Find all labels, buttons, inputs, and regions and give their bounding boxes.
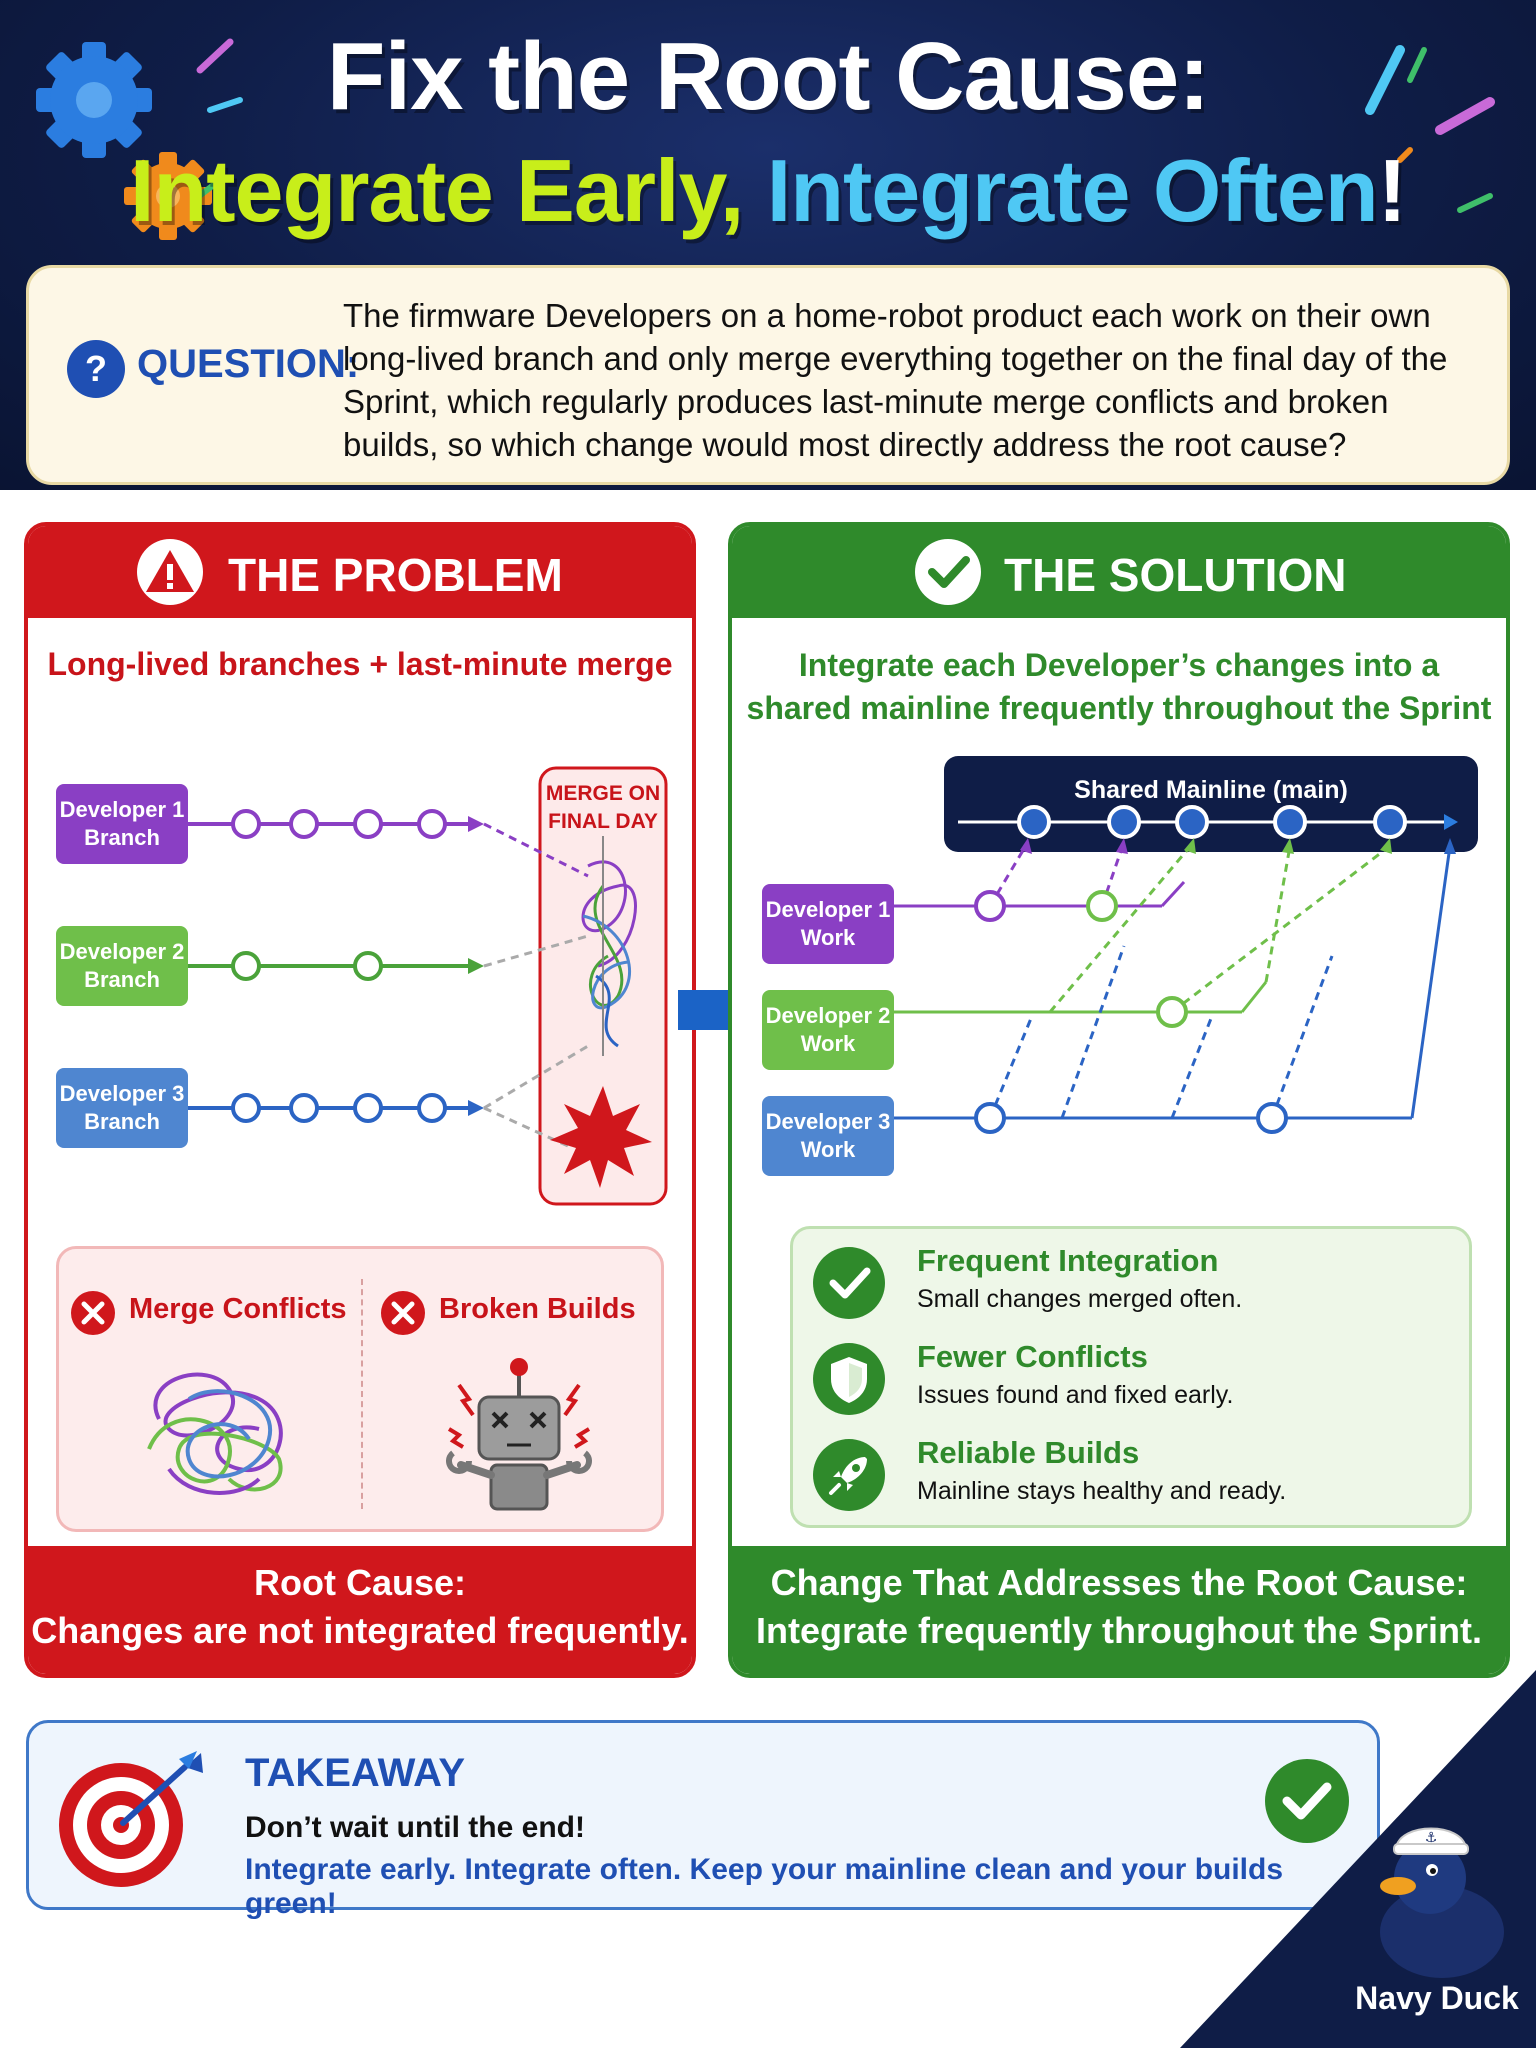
- work-2-line1: Developer 2: [765, 1003, 891, 1028]
- question-label: QUESTION:: [137, 342, 360, 386]
- target-icon: [59, 1751, 203, 1887]
- takeaway-line1: Don’t wait until the end!: [245, 1811, 585, 1844]
- confetti-decoration-right: [1365, 45, 1495, 213]
- problem-title: THE PROBLEM: [228, 549, 563, 601]
- check-icon: [813, 1247, 885, 1319]
- problem-panel: THE PROBLEM Long-lived branches + last-m…: [24, 522, 696, 1678]
- takeaway-box: TAKEAWAY Don’t wait until the end! Integ…: [26, 1720, 1380, 1920]
- root-cause-footer: [28, 1546, 692, 1674]
- takeaway-check-icon: [1265, 1759, 1349, 1843]
- change-label: Change That Addresses the Root Cause:: [770, 1562, 1468, 1603]
- branch-2-line2: Branch: [84, 967, 160, 992]
- merge-label-line2: FINAL DAY: [548, 810, 658, 833]
- page-title: Fix the Root Cause:: [326, 23, 1210, 130]
- developer-1-work: Developer 1 Work: [762, 884, 894, 964]
- work-3-line1: Developer 3: [765, 1109, 891, 1134]
- takeaway-title: TAKEAWAY: [245, 1751, 466, 1795]
- developer-2-branch: Developer 2 Branch: [56, 926, 188, 1006]
- question-box: ? QUESTION: The firmware Developers on a…: [26, 265, 1510, 485]
- confetti-decoration: [191, 38, 243, 203]
- developer-3-branch: Developer 3 Branch: [56, 1068, 188, 1148]
- svg-text:?: ?: [85, 348, 107, 389]
- merge-conflicts-label: Merge Conflicts: [129, 1293, 347, 1325]
- shield-icon: [813, 1343, 885, 1415]
- branch-1-line2: Branch: [84, 825, 160, 850]
- check-circle-icon: [915, 539, 981, 605]
- work-1-line1: Developer 1: [765, 897, 891, 922]
- x-circle-icon: [71, 1291, 115, 1335]
- solution-panel: THE SOLUTION Integrate each Developer’s …: [728, 522, 1510, 1678]
- work-1-line2: Work: [800, 925, 856, 950]
- title-integrate-often: Integrate Often: [766, 141, 1379, 240]
- benefit-3-desc: Mainline stays healthy and ready.: [917, 1477, 1287, 1505]
- navy-duck-label: Navy Duck: [1355, 1980, 1519, 2016]
- branch-3-line2: Branch: [84, 1109, 160, 1134]
- solution-title: THE SOLUTION: [1004, 549, 1347, 601]
- work-3-line2: Work: [800, 1137, 856, 1162]
- title-exclamation: !: [1377, 141, 1407, 240]
- rocket-icon: [813, 1439, 885, 1511]
- root-cause-label: Root Cause:: [253, 1562, 466, 1603]
- x-circle-icon-2: [381, 1291, 425, 1335]
- question-text: The firmware Developers on a home-robot …: [343, 297, 1448, 463]
- title-integrate-early: Integrate Early,: [130, 141, 744, 240]
- broken-robot-icon: [446, 1358, 592, 1511]
- page-subtitle: Integrate Early, Integrate Often!: [0, 140, 1536, 242]
- problem-branch-diagram: [178, 766, 668, 1206]
- branch-1-line1: Developer 1: [59, 797, 185, 822]
- merge-label-line1: MERGE ON: [545, 782, 661, 805]
- solution-subtitle-line1: Integrate each Developer’s changes into …: [798, 647, 1440, 683]
- problem-header: THE PROBLEM: [28, 526, 692, 618]
- svg-text:⚓: ⚓: [1425, 1830, 1438, 1846]
- work-2-line2: Work: [800, 1031, 856, 1056]
- benefit-2-desc: Issues found and fixed early.: [917, 1381, 1234, 1409]
- branch-3-line1: Developer 3: [59, 1081, 185, 1106]
- tangle-icon: [147, 1372, 283, 1495]
- solution-header: THE SOLUTION: [732, 526, 1506, 618]
- takeaway-line2: Integrate early. Integrate often. Keep y…: [245, 1853, 1284, 1920]
- gears-icon: [36, 42, 212, 240]
- navy-duck-logo: ⚓: [1180, 1670, 1536, 2048]
- problem-subtitle: Long-lived branches + last-minute merge: [47, 646, 673, 682]
- benefit-1-desc: Small changes merged often.: [917, 1285, 1243, 1313]
- header-banner: Fix the Root Cause: Integrate Early, Int…: [0, 0, 1536, 490]
- developer-1-branch: Developer 1 Branch: [56, 784, 188, 864]
- branch-2-line1: Developer 2: [59, 939, 185, 964]
- question-icon: ?: [67, 340, 125, 398]
- broken-builds-label: Broken Builds: [439, 1293, 636, 1325]
- impact-box: Merge Conflicts Broken Builds: [56, 1246, 664, 1532]
- solution-subtitle: Integrate each Developer’s changes into …: [732, 644, 1506, 730]
- solution-footer: [732, 1546, 1506, 1674]
- mainline-label: Shared Mainline (main): [1074, 776, 1348, 804]
- change-text: Integrate frequently throughout the Spri…: [756, 1610, 1482, 1651]
- benefit-1-title: Frequent Integration: [917, 1243, 1219, 1278]
- developer-2-work: Developer 2 Work: [762, 990, 894, 1070]
- impact-divider: [361, 1279, 363, 1509]
- warning-icon: [137, 539, 203, 605]
- merge-final-day-label: MERGE ON FINAL DAY: [540, 780, 666, 836]
- benefit-3-title: Reliable Builds: [917, 1435, 1140, 1470]
- benefit-2-title: Fewer Conflicts: [917, 1339, 1148, 1374]
- developer-3-work: Developer 3 Work: [762, 1096, 894, 1176]
- benefits-box: Frequent Integration Small changes merge…: [790, 1226, 1472, 1528]
- solution-subtitle-line2: shared mainline frequently throughout th…: [746, 690, 1492, 726]
- solution-mainline-diagram: [866, 756, 1478, 1134]
- root-cause-text: Changes are not integrated frequently.: [31, 1610, 689, 1651]
